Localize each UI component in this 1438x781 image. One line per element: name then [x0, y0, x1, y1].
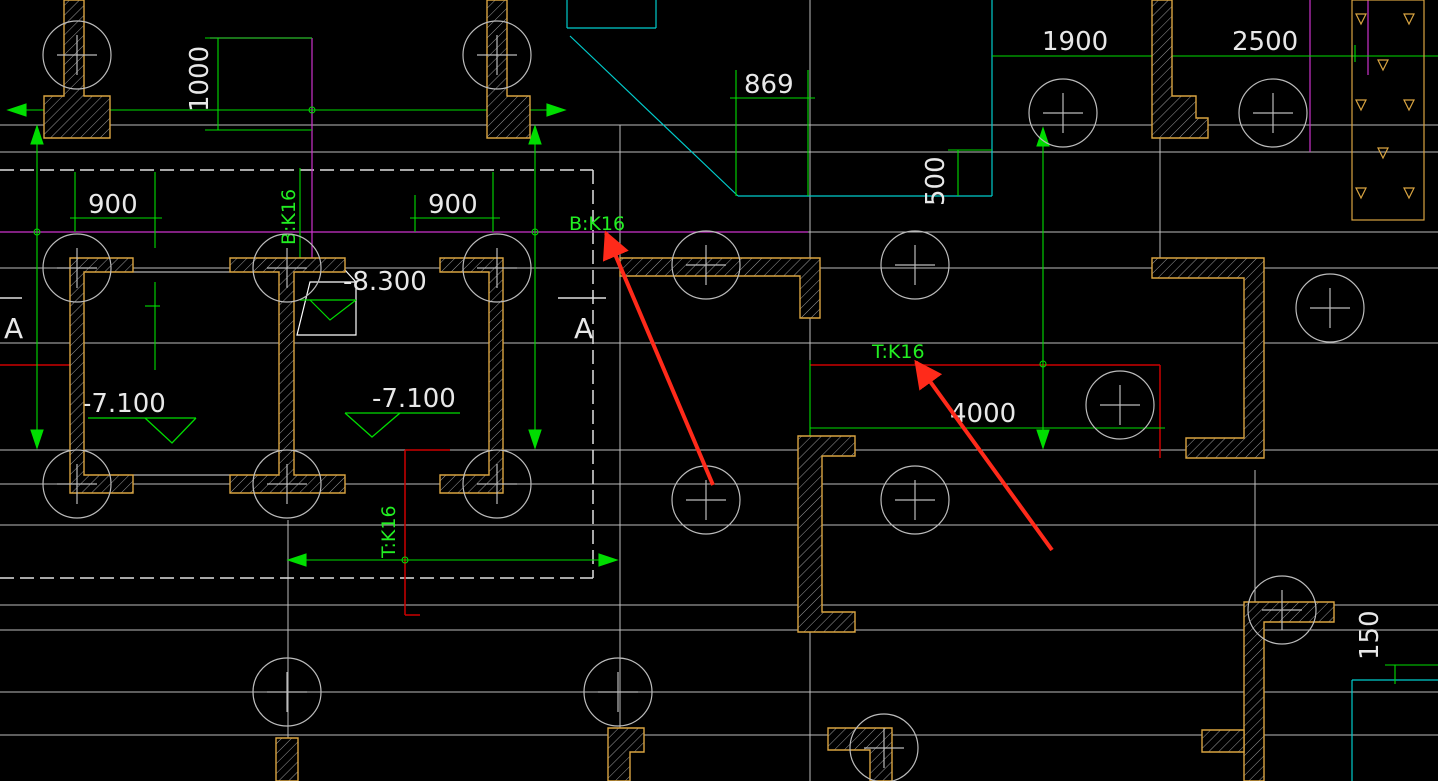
rebar-labels: B:K16 B:K16 T:K16 T:K16 [278, 189, 925, 559]
column-circle [42, 233, 112, 303]
column-circle [42, 449, 112, 519]
column-circle [42, 20, 112, 90]
rebar-label-b-k16-horizontal: B:K16 [569, 213, 625, 235]
triangle-fill-band [1351, 0, 1425, 221]
column-circle [880, 465, 950, 535]
elevation-texts: -8.300 -7.100 -7.100 [82, 267, 456, 419]
dimension-texts: 1900 2500 869 900 900 4000 1000 500 150 [88, 27, 1385, 660]
rebar-label-t-k16-vertical: T:K16 [378, 505, 400, 559]
column-circle [583, 657, 653, 727]
column-circle [849, 713, 919, 781]
column-circle [1238, 78, 1308, 148]
pit-dashed-outline [0, 169, 594, 579]
dim-150: 150 [1355, 610, 1385, 660]
column-circle [252, 449, 322, 519]
annotation-arrow-bk16 [602, 230, 715, 486]
elevation-pit-left: -7.100 [82, 389, 166, 419]
column-circle [1028, 78, 1098, 148]
annotation-arrows [602, 230, 1054, 552]
dim-2500: 2500 [1232, 27, 1298, 57]
pit-marker [296, 269, 357, 336]
rebar-label-b-k16-vertical: B:K16 [278, 189, 300, 245]
elevation-pit-right: -7.100 [372, 384, 456, 414]
rebar-label-t-k16-horizontal: T:K16 [871, 341, 925, 363]
dim-900-left: 900 [88, 190, 138, 220]
column-circle [671, 465, 741, 535]
column-circle [1295, 273, 1365, 343]
column-circle [462, 233, 532, 303]
column-circle [671, 230, 741, 300]
section-marks: A A [0, 297, 606, 345]
column-circle [880, 230, 950, 300]
column-circle [252, 233, 322, 303]
dim-500: 500 [921, 156, 951, 206]
concrete-walls [43, 0, 1335, 781]
column-circle [462, 449, 532, 519]
section-mark-right: A [574, 312, 593, 345]
elevation-pit-top: -8.300 [343, 267, 427, 297]
column-circle [1085, 370, 1155, 440]
elevation-markers [88, 412, 460, 444]
column-markers [42, 20, 1365, 781]
dimension-dots [33, 106, 1047, 564]
dim-900-right: 900 [428, 190, 478, 220]
section-mark-left: A [4, 312, 23, 345]
dim-869: 869 [744, 70, 794, 100]
column-circle [1247, 575, 1317, 645]
red-rebar-lines [0, 364, 1161, 616]
pit-inner-lines [84, 271, 295, 476]
dimension-lines [6, 37, 1438, 684]
column-circle [462, 20, 532, 90]
dim-1000: 1000 [185, 46, 215, 112]
annotation-arrow-tk16 [914, 359, 1054, 552]
horizontal-grid-lines [0, 124, 1438, 736]
column-circle [252, 657, 322, 727]
dim-1900: 1900 [1042, 27, 1108, 57]
